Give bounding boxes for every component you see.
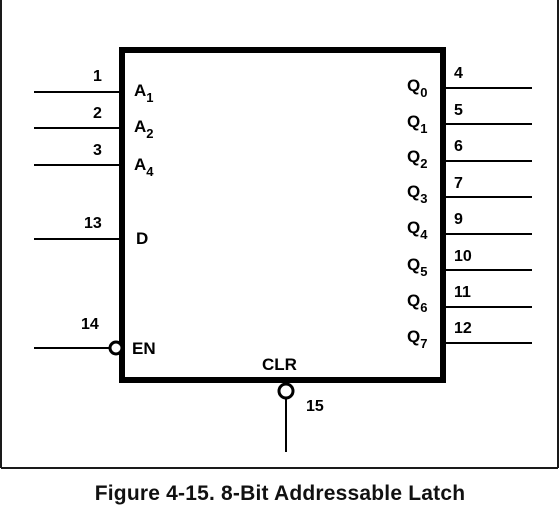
pin-number-14: 14 xyxy=(81,316,99,333)
signal-en: EN xyxy=(132,339,156,358)
signal-q3: Q3 xyxy=(407,182,427,206)
signal-clr: CLR xyxy=(262,355,297,374)
figure-caption: Figure 4-15. 8-Bit Addressable Latch xyxy=(94,482,466,505)
signal-a1: A1 xyxy=(134,81,154,105)
signal-q5: Q5 xyxy=(407,255,427,279)
pin-number-11: 11 xyxy=(454,284,471,301)
pin-number-1: 1 xyxy=(93,68,102,85)
signal-q0: Q0 xyxy=(407,76,427,100)
signal-a2: A2 xyxy=(134,117,154,141)
pin-number-3: 3 xyxy=(93,142,102,159)
signal-q4: Q4 xyxy=(407,218,428,242)
pin-number-2: 2 xyxy=(93,105,102,122)
clr-inversion-bubble xyxy=(277,382,295,400)
signal-q6: Q6 xyxy=(407,291,427,315)
signal-q1: Q1 xyxy=(407,112,427,136)
latch-chip-body xyxy=(119,47,446,383)
signal-d: D xyxy=(136,229,148,248)
pin-number-7: 7 xyxy=(454,175,463,192)
pin-number-9: 9 xyxy=(454,211,463,228)
signal-a4: A4 xyxy=(134,155,154,179)
pin-number-13: 13 xyxy=(84,215,102,232)
pin-number-5: 5 xyxy=(454,102,463,119)
pin-number-12: 12 xyxy=(454,320,472,337)
signal-q2: Q2 xyxy=(407,147,427,171)
en-inversion-bubble xyxy=(108,340,124,356)
pin-number-4: 4 xyxy=(454,65,463,82)
pin-number-15: 15 xyxy=(306,398,324,415)
signal-q7: Q7 xyxy=(407,327,427,351)
pin-number-10: 10 xyxy=(454,248,472,265)
pin-number-6: 6 xyxy=(454,138,463,155)
